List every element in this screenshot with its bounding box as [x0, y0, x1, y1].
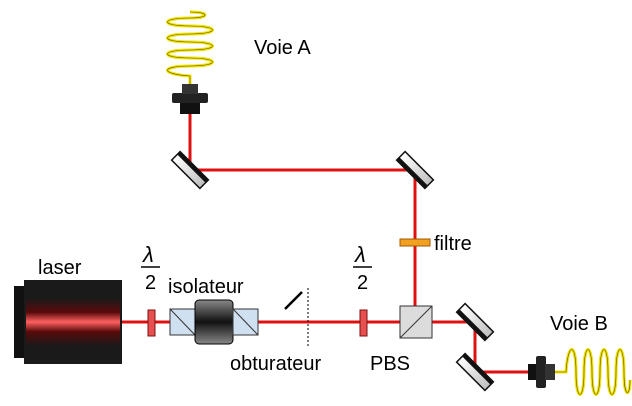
fiber-coupler-a: [172, 84, 208, 114]
voie-a-label: Voie A: [254, 37, 311, 59]
fiber-coupler-b: [528, 356, 555, 388]
half-wave-plate-1: [147, 309, 156, 337]
fiber-coil-b: [555, 348, 632, 396]
obturateur-label: obturateur: [230, 353, 322, 375]
shutter: [284, 288, 309, 346]
voie-b-label: Voie B: [550, 313, 608, 335]
polarizing-beam-splitter: [399, 305, 433, 339]
pbs-label: PBS: [370, 353, 410, 375]
lambda-denominator: 2: [145, 272, 156, 294]
filter: [399, 238, 431, 247]
lambda-symbol: λ: [354, 242, 366, 267]
mirror-b-upper: [455, 302, 495, 342]
optical-isolator: [169, 299, 259, 345]
laser-label: laser: [38, 257, 82, 279]
half-wave-plate-2: [359, 309, 368, 337]
lambda-denominator: 2: [357, 272, 368, 294]
fiber-coil-a: [166, 10, 214, 84]
lambda-half-label-2: λ 2: [353, 242, 372, 294]
mirror-top-right: [395, 150, 435, 190]
lambda-half-label-1: λ 2: [141, 242, 160, 294]
mirror-top-left: [170, 150, 210, 190]
isolateur-label: isolateur: [168, 276, 244, 298]
lambda-symbol: λ: [142, 242, 154, 267]
filtre-label: filtre: [434, 233, 472, 255]
mirror-b-lower: [455, 352, 495, 392]
laser-source: [14, 280, 122, 364]
